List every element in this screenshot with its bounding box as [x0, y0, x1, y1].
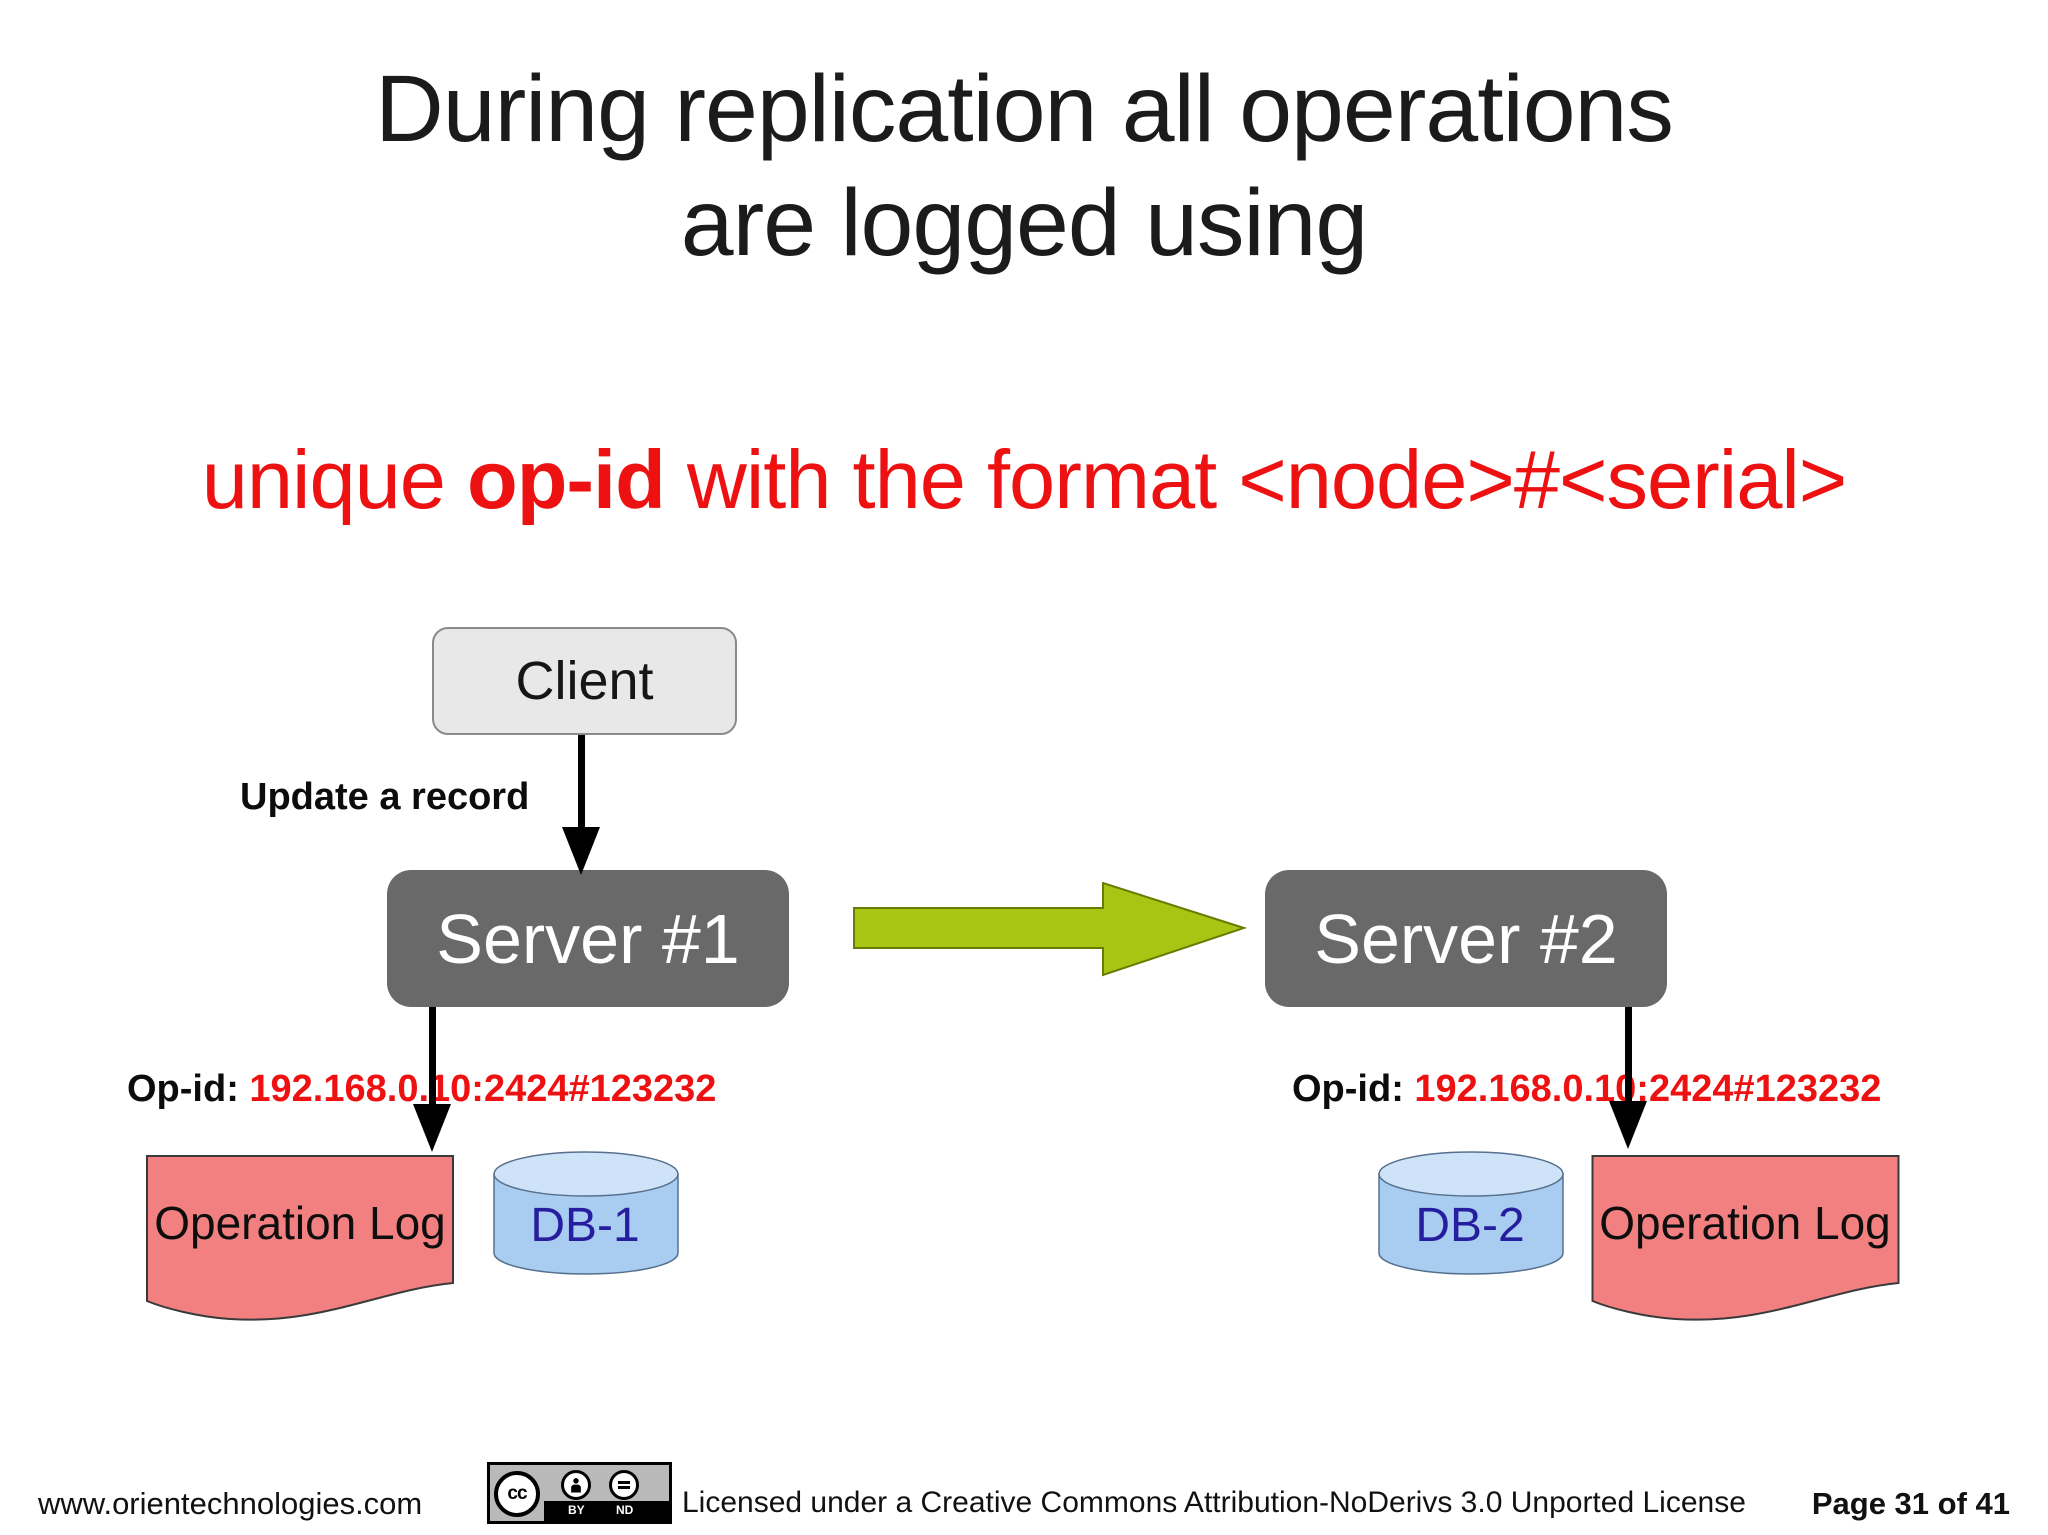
title-line-1: During replication all operations [375, 56, 1674, 162]
client-box: Client [432, 627, 737, 735]
update-record-label: Update a record [240, 776, 530, 818]
db1-label: DB-1 [530, 1199, 640, 1252]
cc-nd-label: ND [616, 1503, 634, 1517]
arrow-head [562, 827, 600, 875]
arrow-head [413, 1104, 451, 1152]
title-line-2: are logged using [680, 170, 1368, 276]
opid-right-value: 192.168.0.10:2424#123232 [1414, 1068, 1882, 1110]
oplog-right-label: Operation Log [1599, 1197, 1891, 1249]
oplog-left-flag [146, 1155, 454, 1321]
cc-logo-icon: cc [494, 1471, 540, 1517]
cc-by-person-icon [561, 1470, 591, 1500]
server2-label: Server #2 [1314, 899, 1618, 978]
opid-left: Op-id: 192.168.0.10:2424#123232 [127, 1068, 716, 1111]
oplog-right-flag [1591, 1155, 1900, 1321]
arrow-shaft [429, 1007, 436, 1107]
arrow-shaft [1625, 1007, 1632, 1104]
subtitle-pre: unique [201, 433, 467, 526]
client-label: Client [515, 651, 654, 711]
opid-right-label: Op-id: [1292, 1068, 1415, 1110]
page-title: During replication all operations are lo… [0, 52, 2048, 280]
arrow-shaft [578, 735, 585, 829]
db2-cylinder [1378, 1151, 1564, 1275]
server1-label: Server #1 [436, 899, 740, 978]
opid-right: Op-id: 192.168.0.10:2424#123232 [1292, 1068, 1881, 1111]
page-number: Page 31 of 41 [1811, 1486, 2010, 1521]
website-url: www.orientechnologies.com [38, 1486, 423, 1521]
license-text: Licensed under a Creative Commons Attrib… [682, 1486, 1746, 1519]
server1-box: Server #1 [387, 870, 789, 1007]
opid-left-value: 192.168.0.10:2424#123232 [249, 1068, 717, 1110]
replication-arrow-icon [853, 882, 1247, 977]
cc-license-badge: BY ND cc [487, 1462, 672, 1524]
subtitle-opid: op-id [467, 433, 666, 526]
db1-cylinder [493, 1151, 679, 1275]
subtitle: unique op-id with the format <node>#<ser… [0, 432, 2048, 528]
oplog-left-label: Operation Log [154, 1197, 446, 1249]
subtitle-post: with the format <node>#<serial> [664, 433, 1847, 526]
opid-left-label: Op-id: [127, 1068, 250, 1110]
cc-by-label: BY [568, 1503, 585, 1517]
server2-box: Server #2 [1265, 870, 1667, 1007]
arrow-head [1609, 1101, 1647, 1149]
cc-badge-strip: BY ND [544, 1501, 669, 1521]
cc-nd-equals-icon [609, 1470, 639, 1500]
db2-label: DB-2 [1415, 1199, 1525, 1252]
